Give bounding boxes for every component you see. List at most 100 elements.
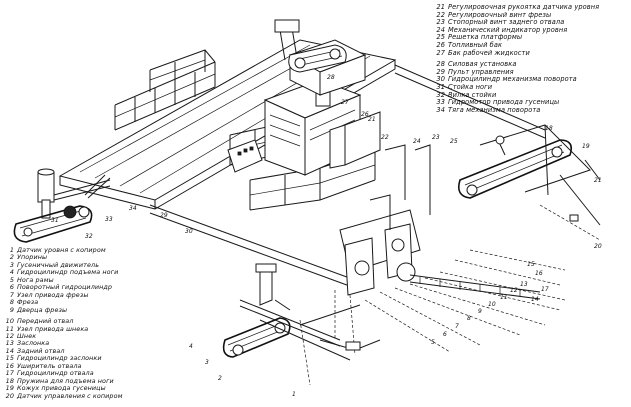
legend-item-text: Фреза	[17, 298, 39, 307]
callout-20: 20	[594, 243, 602, 250]
front-track	[222, 263, 381, 361]
legend-item-text: Решетка платформы	[448, 33, 523, 42]
legend-item-text: Нога рамы	[17, 275, 54, 284]
legend-item-text: Заслонка	[17, 339, 50, 348]
legend-item-text: Датчик управления с копиром	[17, 391, 123, 400]
legend-item-number: 32	[436, 90, 445, 99]
legend-item-number: 6	[9, 283, 14, 292]
callout-30: 30	[185, 228, 193, 235]
legend-item-number: 27	[436, 48, 445, 57]
callout-15: 15	[527, 261, 535, 268]
callout-18: 18	[545, 125, 553, 132]
left-track	[13, 168, 111, 243]
callout-9: 9	[478, 308, 482, 315]
legend-item-number: 31	[436, 82, 445, 91]
legend-item-number: 30	[436, 75, 445, 84]
legend-item-number: 17	[5, 369, 14, 378]
callout-23: 23	[432, 134, 440, 141]
legend-item-text: Пульт управления	[448, 67, 514, 76]
callout-24: 24	[413, 138, 421, 145]
legend-item-number: 33	[436, 98, 445, 107]
callout-32: 32	[85, 233, 93, 240]
legend-item-text: Узел привода фрезы	[17, 290, 89, 299]
legend-item-text: Регулировочный винт фрезы	[448, 10, 552, 19]
callout-28: 28	[327, 74, 335, 81]
legend-item-number: 12	[5, 331, 14, 340]
legend-item-number: 8	[9, 298, 14, 307]
legend-item-text: Топливный бак	[448, 40, 503, 49]
callout-22: 22	[381, 134, 389, 141]
legend-item-number: 24	[436, 25, 445, 34]
rear-track-upper	[274, 19, 347, 73]
legend-item-text: Регулировочная рукоятка датчика уровня	[448, 3, 600, 11]
legend-item-text: Уширитель отвала	[17, 361, 82, 370]
callout-21: 21	[594, 177, 602, 184]
legend-item-text: Дверца фрезы	[17, 305, 68, 314]
legend-item-text: Гидроцилиндр отвала	[17, 369, 94, 378]
callout-3: 3	[205, 359, 209, 366]
legend-item-text: Передний отвал	[17, 317, 74, 326]
callout-1: 1	[292, 391, 296, 398]
legend-item-number: 15	[5, 354, 14, 363]
legend-item-text: Упорины	[17, 253, 48, 262]
callout-4: 4	[189, 343, 193, 350]
legend-item-number: 11	[5, 324, 14, 333]
legend-item-number: 10	[5, 317, 14, 326]
callout-8: 8	[467, 315, 471, 322]
callout-11: 11	[500, 294, 508, 301]
legend-item-number: 20	[5, 391, 14, 400]
legend-item-number: 13	[5, 339, 14, 348]
legend-item-text: Тяга механизма поворота	[448, 105, 541, 114]
legend-item-number: 25	[436, 33, 445, 42]
legend-item-text: Гидроцилиндр подъема ноги	[17, 268, 119, 277]
callout-33: 33	[105, 216, 113, 223]
legend-item-text: Кожух привода гусеницы	[17, 384, 106, 393]
legend-item-text: Стопорный винт заднего отвала	[448, 18, 565, 27]
legend-item-number: 9	[9, 305, 14, 314]
callout-34: 34	[129, 205, 137, 212]
callout-25: 25	[450, 138, 458, 145]
legend-item-text: Поворотный гидроцилиндр	[17, 283, 113, 292]
legend-item-number: 18	[5, 376, 14, 385]
legend-item-text: Механический индикатор уровня	[448, 25, 568, 34]
legend-item-text: Гидромотор привода гусеницы	[448, 98, 560, 107]
legend-item-number: 2	[9, 253, 14, 262]
legend-item-text: Вилка стойки	[448, 90, 497, 99]
callout-27: 27	[341, 99, 349, 106]
callout-14: 14	[531, 296, 539, 303]
legend-item-text: Задний отвал	[17, 346, 65, 355]
legend-item-number: 23	[436, 18, 445, 27]
legend-item-number: 7	[9, 290, 14, 299]
right-track	[457, 124, 601, 241]
callout-10: 10	[488, 301, 496, 308]
mill-section	[299, 144, 566, 386]
legend-item-text: Узел привода шнека	[17, 324, 89, 333]
legend-item-text: Бак рабочей жидкости	[448, 48, 530, 57]
legend-item-text: Гидроцилиндр заслонки	[17, 354, 102, 363]
legend-item-number: 16	[5, 361, 14, 370]
